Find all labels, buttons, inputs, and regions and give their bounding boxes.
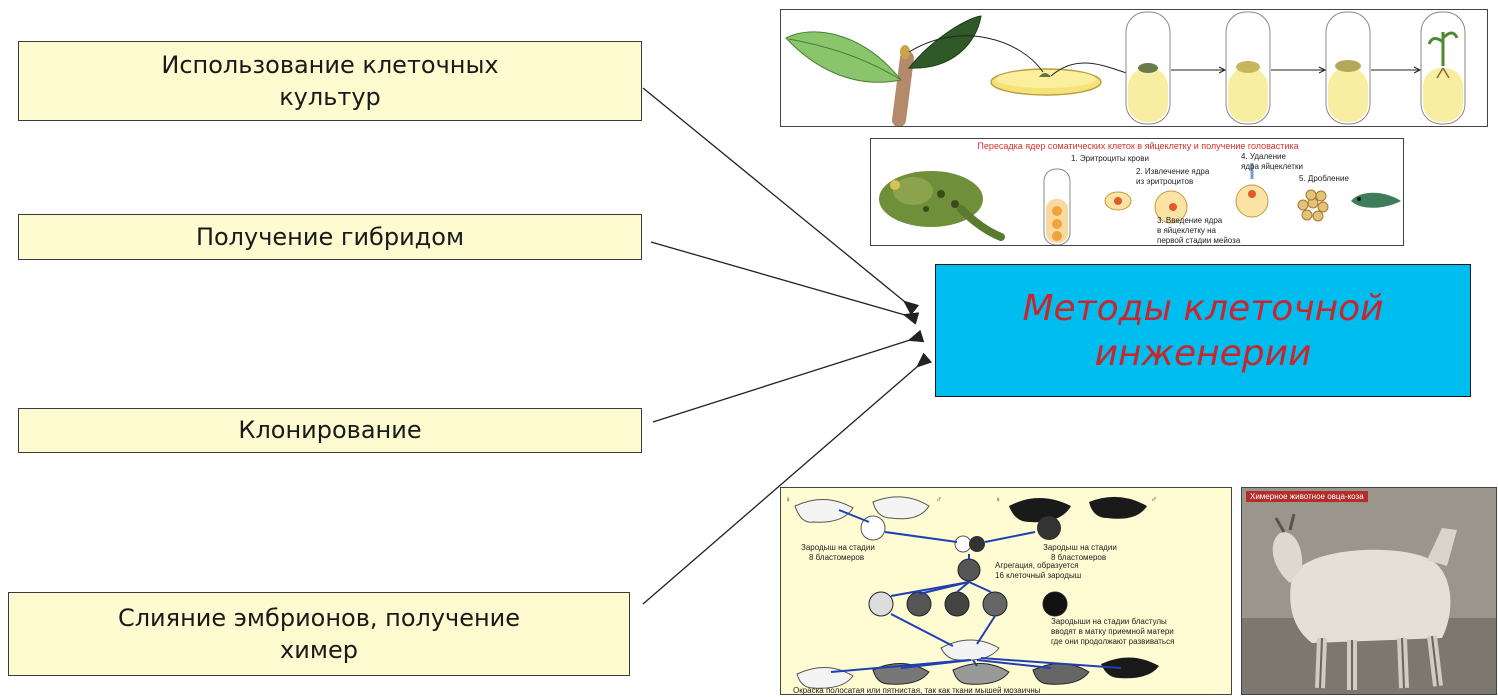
frog-panel-title: Пересадка ядер соматических клеток в яйц… [977, 141, 1298, 151]
step-5-label: 5. Дробление [1299, 174, 1349, 183]
test-tube-2 [1225, 11, 1271, 125]
plant-culture-illustration [780, 9, 1488, 127]
goat-panel-title: Химерное животное овца-коза [1246, 491, 1368, 502]
frog-nuclear-transfer-illustration: Пересадка ядер соматических клеток в яйц… [870, 138, 1404, 246]
step-3-label-a: 3. Введение ядра [1157, 216, 1223, 225]
arrow-to-hybridomas [650, 241, 920, 325]
blastula-label-a: Зародыши на стадии бластулы [1051, 617, 1167, 626]
female-symbol-left: ♀ [785, 495, 791, 504]
box-hybridomas: Получение гибридом [18, 214, 642, 260]
female-symbol-right: ♀ [995, 495, 1001, 504]
mouse-chimera-illustration: ♀ ♂ ♀ ♂ Зародыш на стадии 8 бластомеров … [780, 487, 1232, 695]
step-3-label-b: в яйцеклетку на [1157, 226, 1217, 235]
box-cloning: Клонирование [18, 408, 642, 453]
arrow-to-cloning [652, 329, 925, 423]
male-symbol-left: ♂ [936, 495, 942, 504]
box-text-line: Клонирование [238, 416, 422, 445]
left-embryo-label-a: Зародыш на стадии [801, 543, 875, 552]
step-1-label: 1. Эритроциты крови [1071, 154, 1149, 163]
test-tube-1 [1125, 11, 1171, 125]
left-embryo-label-b: 8 бластомеров [809, 553, 864, 562]
box-embryo-fusion: Слияние эмбрионов, получение химер [8, 592, 630, 676]
bottom-caption: Окраска полосатая или пятнистая, так как… [793, 686, 1041, 695]
box-text-line: химер [280, 636, 358, 664]
center-title-box: Методы клеточной инженерии [935, 264, 1471, 397]
step-2-label-a: 2. Извлечение ядра [1136, 167, 1210, 176]
step-4-label-b: ядра яйцеклетки [1241, 162, 1303, 171]
blastula-label-b: вводят в матку приемной матери [1051, 627, 1174, 636]
arrow-to-cell-cultures [642, 87, 920, 316]
box-text-line: Получение гибридом [195, 222, 465, 251]
step-4-label-a: 4. Удаление [1241, 152, 1286, 161]
step-3-label-c: первой стадии мейоза [1157, 236, 1241, 245]
box-text-line: Использование клеточных [161, 50, 499, 79]
male-symbol-right: ♂ [1151, 495, 1157, 504]
right-embryo-label-b: 8 бластомеров [1051, 553, 1106, 562]
blastula-label-c: где они продолжают развиваться [1051, 637, 1174, 646]
goat-sheep-chimera-photo: Химерное животное овца-коза [1241, 487, 1497, 695]
box-text-line: Слияние эмбрионов, получение [117, 603, 521, 632]
aggregation-label-b: 16 клеточный зародыш [995, 571, 1081, 580]
arrow-to-embryo-fusion [642, 352, 933, 605]
box-text-line: культур [279, 83, 381, 111]
test-tube-3 [1325, 11, 1371, 125]
step-2-label-b: из эритроцитов [1136, 177, 1193, 186]
center-title-line: инженерии [1094, 332, 1312, 374]
test-tube-4 [1420, 11, 1466, 125]
aggregation-label-a: Агрегация, образуется [995, 561, 1079, 570]
center-title-line: Методы клеточной [1022, 287, 1384, 329]
right-embryo-label-a: Зародыш на стадии [1043, 543, 1117, 552]
box-cell-cultures: Использование клеточных культур [18, 41, 642, 121]
